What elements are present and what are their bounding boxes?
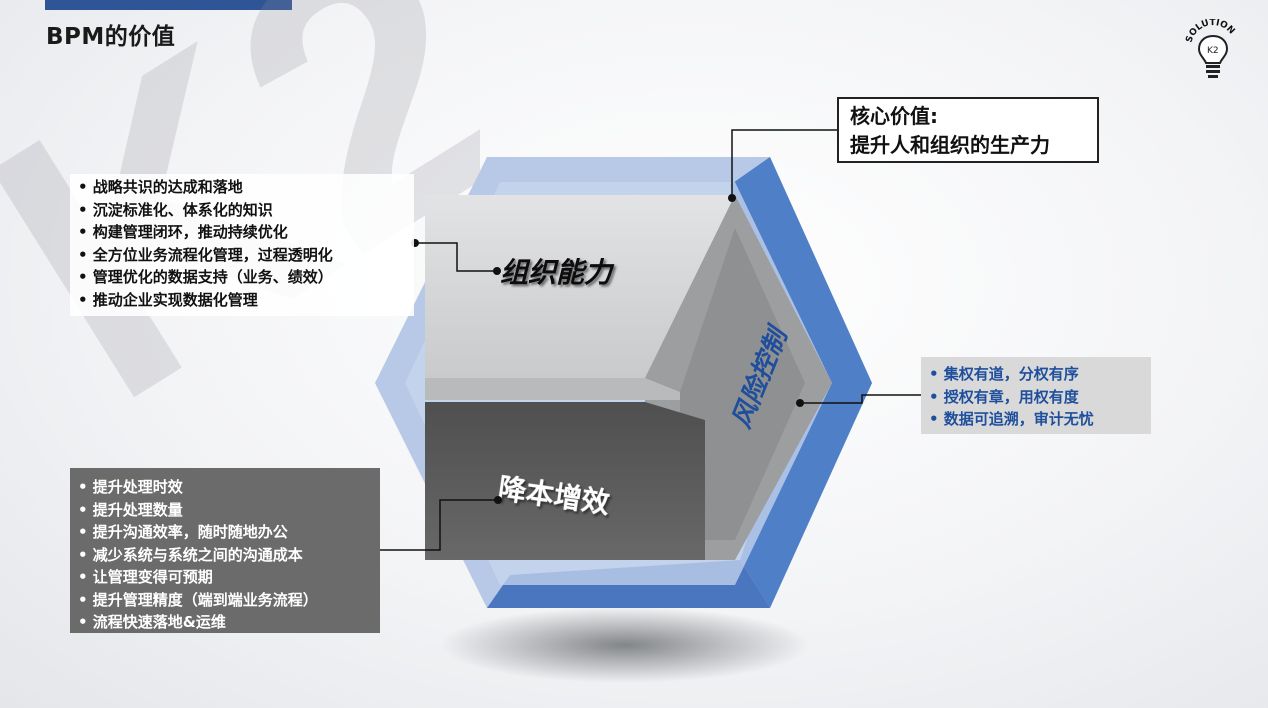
list-item: • 流程快速落地&运维 bbox=[78, 613, 226, 631]
connector-bottom-left bbox=[380, 499, 498, 551]
risk-control-list: • 集权有道，分权有序 • 授权有章，用权有度 • 数据可追溯，审计无忧 bbox=[921, 357, 1151, 434]
bulb-base bbox=[1206, 70, 1220, 73]
list-item: • 构建管理闭环，推动持续优化 bbox=[78, 223, 288, 241]
top-accent-bar bbox=[45, 0, 292, 10]
list-item: • 提升处理时效 bbox=[78, 478, 183, 496]
list-item: • 推动企业实现数据化管理 bbox=[78, 290, 258, 309]
list-item: • 管理优化的数据支持（业务、绩效） bbox=[78, 268, 333, 286]
list-item: • 减少系统与系统之间的沟通成本 bbox=[78, 545, 303, 564]
org-capability-list: • 战略共识的达成和落地 • 沉淀标准化、体系化的知识 • 构建管理闭环，推动持… bbox=[70, 174, 414, 316]
bulb-base bbox=[1208, 75, 1218, 78]
core-value-box: 核心价值: 提升人和组织的生产力 bbox=[837, 97, 1099, 163]
connector-top-left bbox=[415, 242, 497, 272]
list-item: • 沉淀标准化、体系化的知识 bbox=[78, 200, 273, 219]
connector-top-left-dot2 bbox=[493, 267, 501, 275]
connector-right-dot bbox=[796, 399, 804, 407]
page-title: BPM的价值 bbox=[46, 24, 176, 50]
bulb-base bbox=[1206, 65, 1220, 68]
list-item: • 让管理变得可预期 bbox=[78, 568, 213, 586]
connector-core bbox=[731, 129, 837, 198]
list-item: • 数据可追溯，审计无忧 bbox=[929, 410, 1094, 428]
cube-shadow bbox=[440, 607, 810, 683]
solution-lightbulb-logo: SOLUTION K2 bbox=[1185, 19, 1236, 78]
cost-efficiency-list: • 提升处理时效 • 提升处理数量 • 提升沟通效率，随时随地办公 • 减少系统… bbox=[70, 468, 380, 633]
list-item: • 提升管理精度（端到端业务流程） bbox=[78, 590, 318, 609]
lightbulb-icon bbox=[1197, 34, 1229, 64]
connector-right bbox=[800, 394, 921, 404]
connector-bottom-left-dot bbox=[494, 496, 502, 504]
list-item: • 集权有道，分权有序 bbox=[929, 365, 1079, 383]
cube-right-face-inner bbox=[680, 228, 805, 540]
list-item: • 提升沟通效率，随时随地办公 bbox=[78, 523, 288, 541]
cube-top-face bbox=[425, 195, 735, 378]
core-value-heading: 核心价值: bbox=[850, 104, 938, 128]
cube-front-face bbox=[425, 402, 705, 560]
cube-top-label: 组织能力 bbox=[500, 256, 615, 289]
cube-middle-band bbox=[425, 378, 680, 400]
list-item: • 提升处理数量 bbox=[78, 500, 183, 519]
core-value-text: 提升人和组织的生产力 bbox=[850, 133, 1050, 157]
logo-inner-text: K2 bbox=[1207, 46, 1219, 56]
list-item: • 全方位业务流程化管理，过程透明化 bbox=[78, 245, 333, 264]
list-item: • 战略共识的达成和落地 bbox=[78, 178, 243, 196]
list-item: • 授权有章，用权有度 bbox=[929, 387, 1079, 406]
connector-core-dot bbox=[728, 194, 736, 202]
